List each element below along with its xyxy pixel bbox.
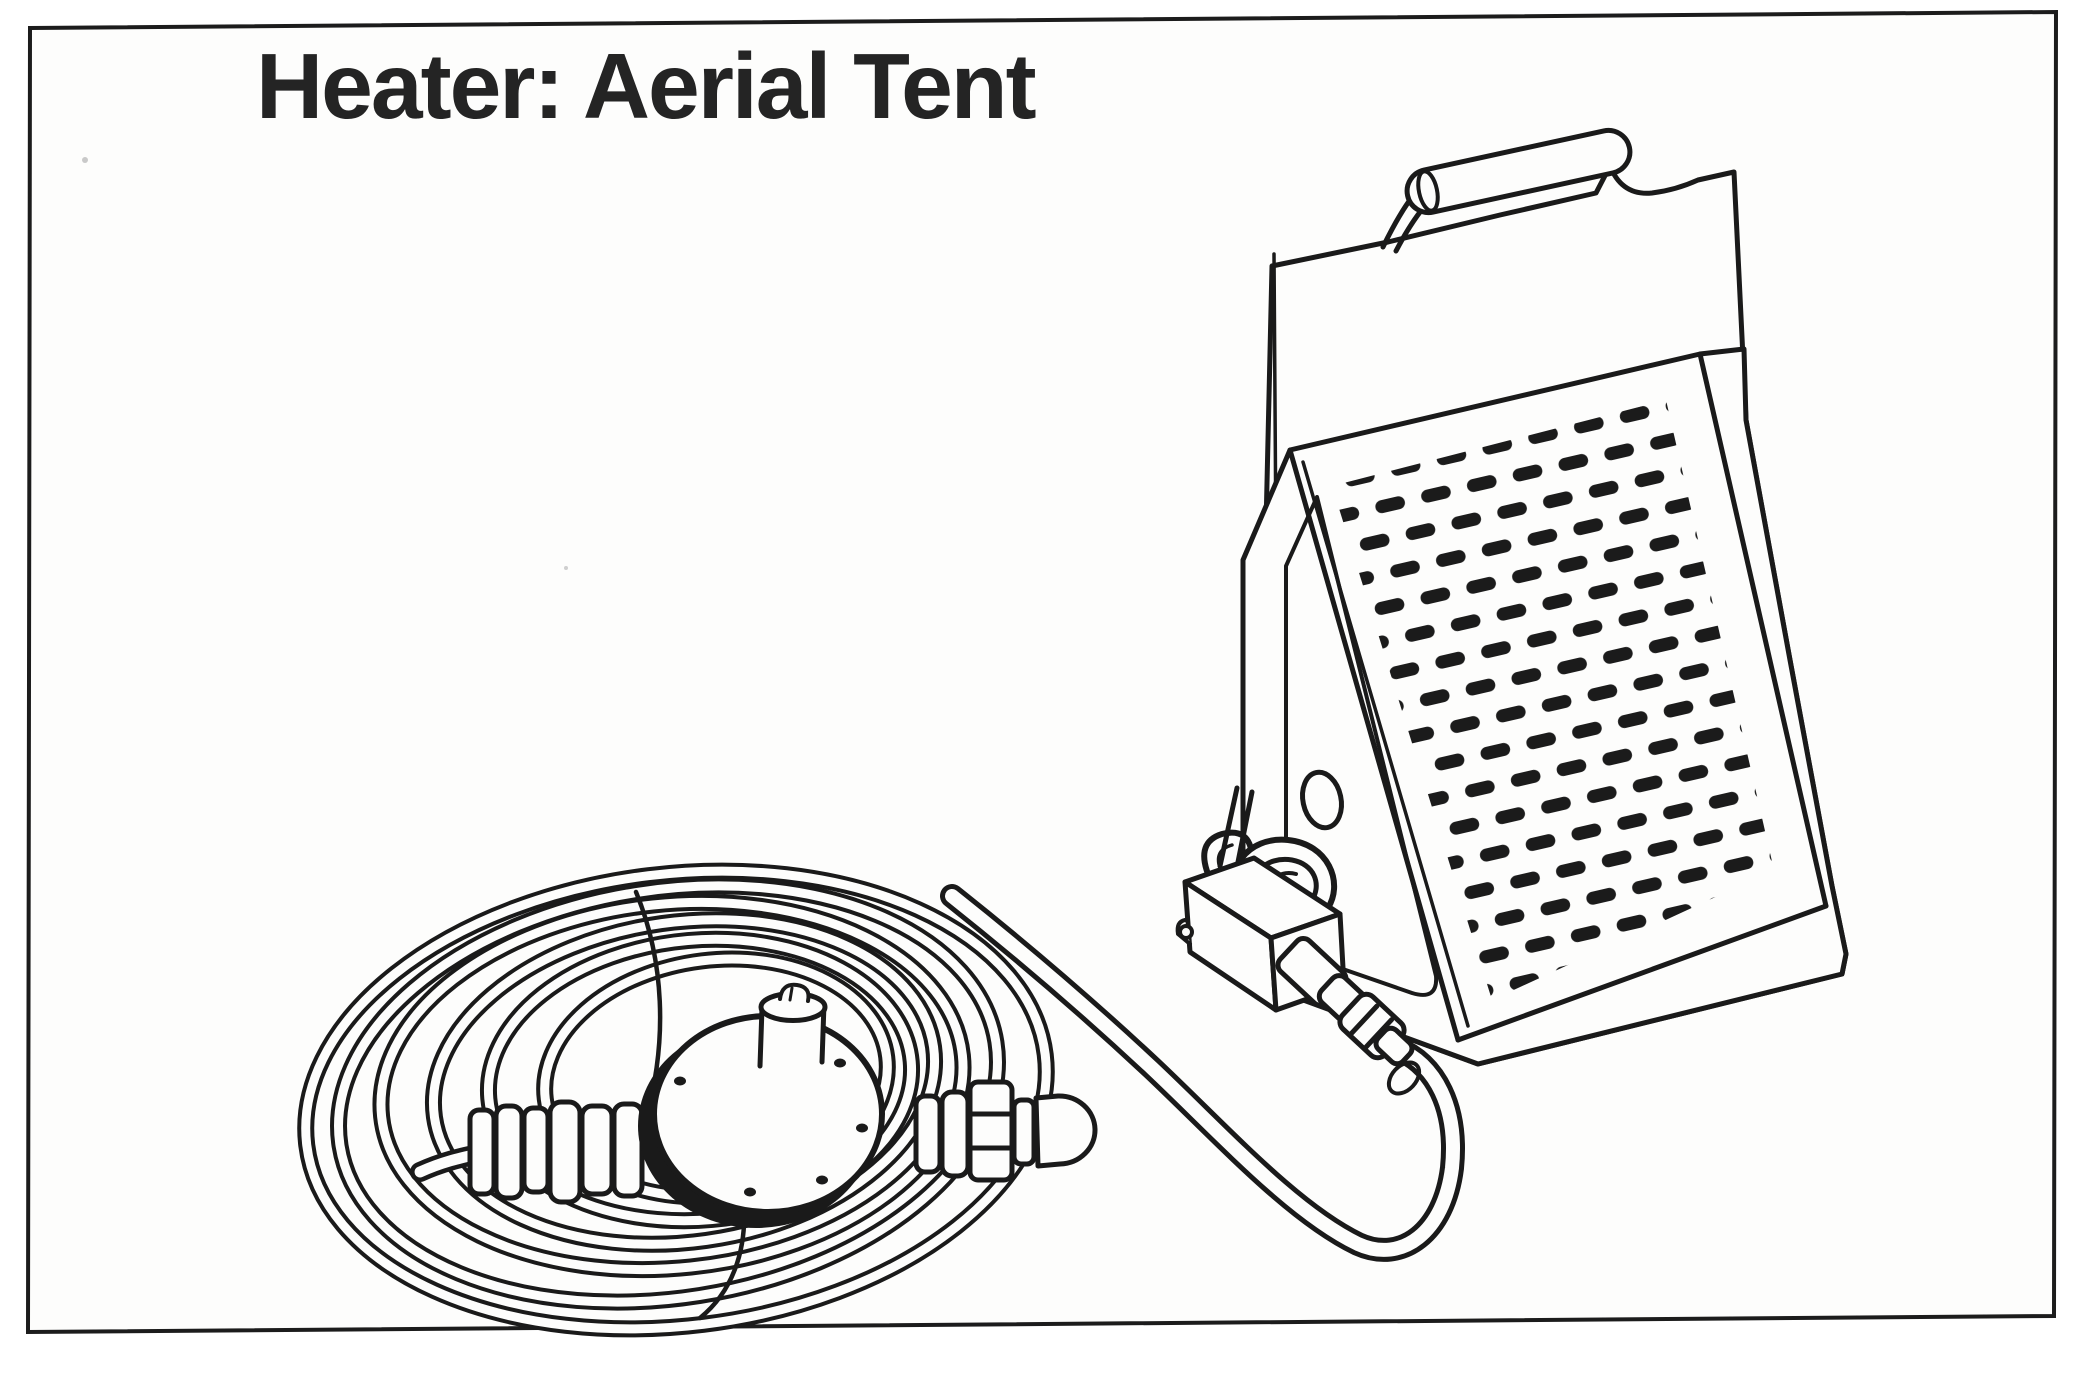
flange-bolts: [674, 1058, 868, 1197]
heater-unit: [1240, 127, 1849, 1067]
cap-tab: [778, 982, 811, 1003]
carry-handle: [1404, 127, 1633, 216]
gas-valve-assembly: [1175, 785, 1422, 1096]
hose-coupling-stack: [1275, 936, 1422, 1096]
inspection-hole: [1300, 769, 1344, 831]
manifold-cap: [757, 982, 828, 1069]
hex-coupling: [967, 1079, 1015, 1183]
fitting-bar: [410, 1079, 1098, 1205]
handle-end-cap: [1416, 169, 1440, 213]
retainer-ring: [1386, 1060, 1422, 1096]
supply-hose: [940, 884, 1465, 1262]
igniter-loop: [1201, 829, 1255, 877]
right-ferrule-stack: [913, 1079, 1098, 1183]
coil-manifold: [638, 982, 885, 1228]
figure-title: Heater: Aerial Tent: [256, 34, 1036, 138]
ear-hole: [1178, 924, 1194, 940]
left-ferrule-stack: [467, 1099, 645, 1205]
quick-connect-plug: [1033, 1093, 1098, 1169]
